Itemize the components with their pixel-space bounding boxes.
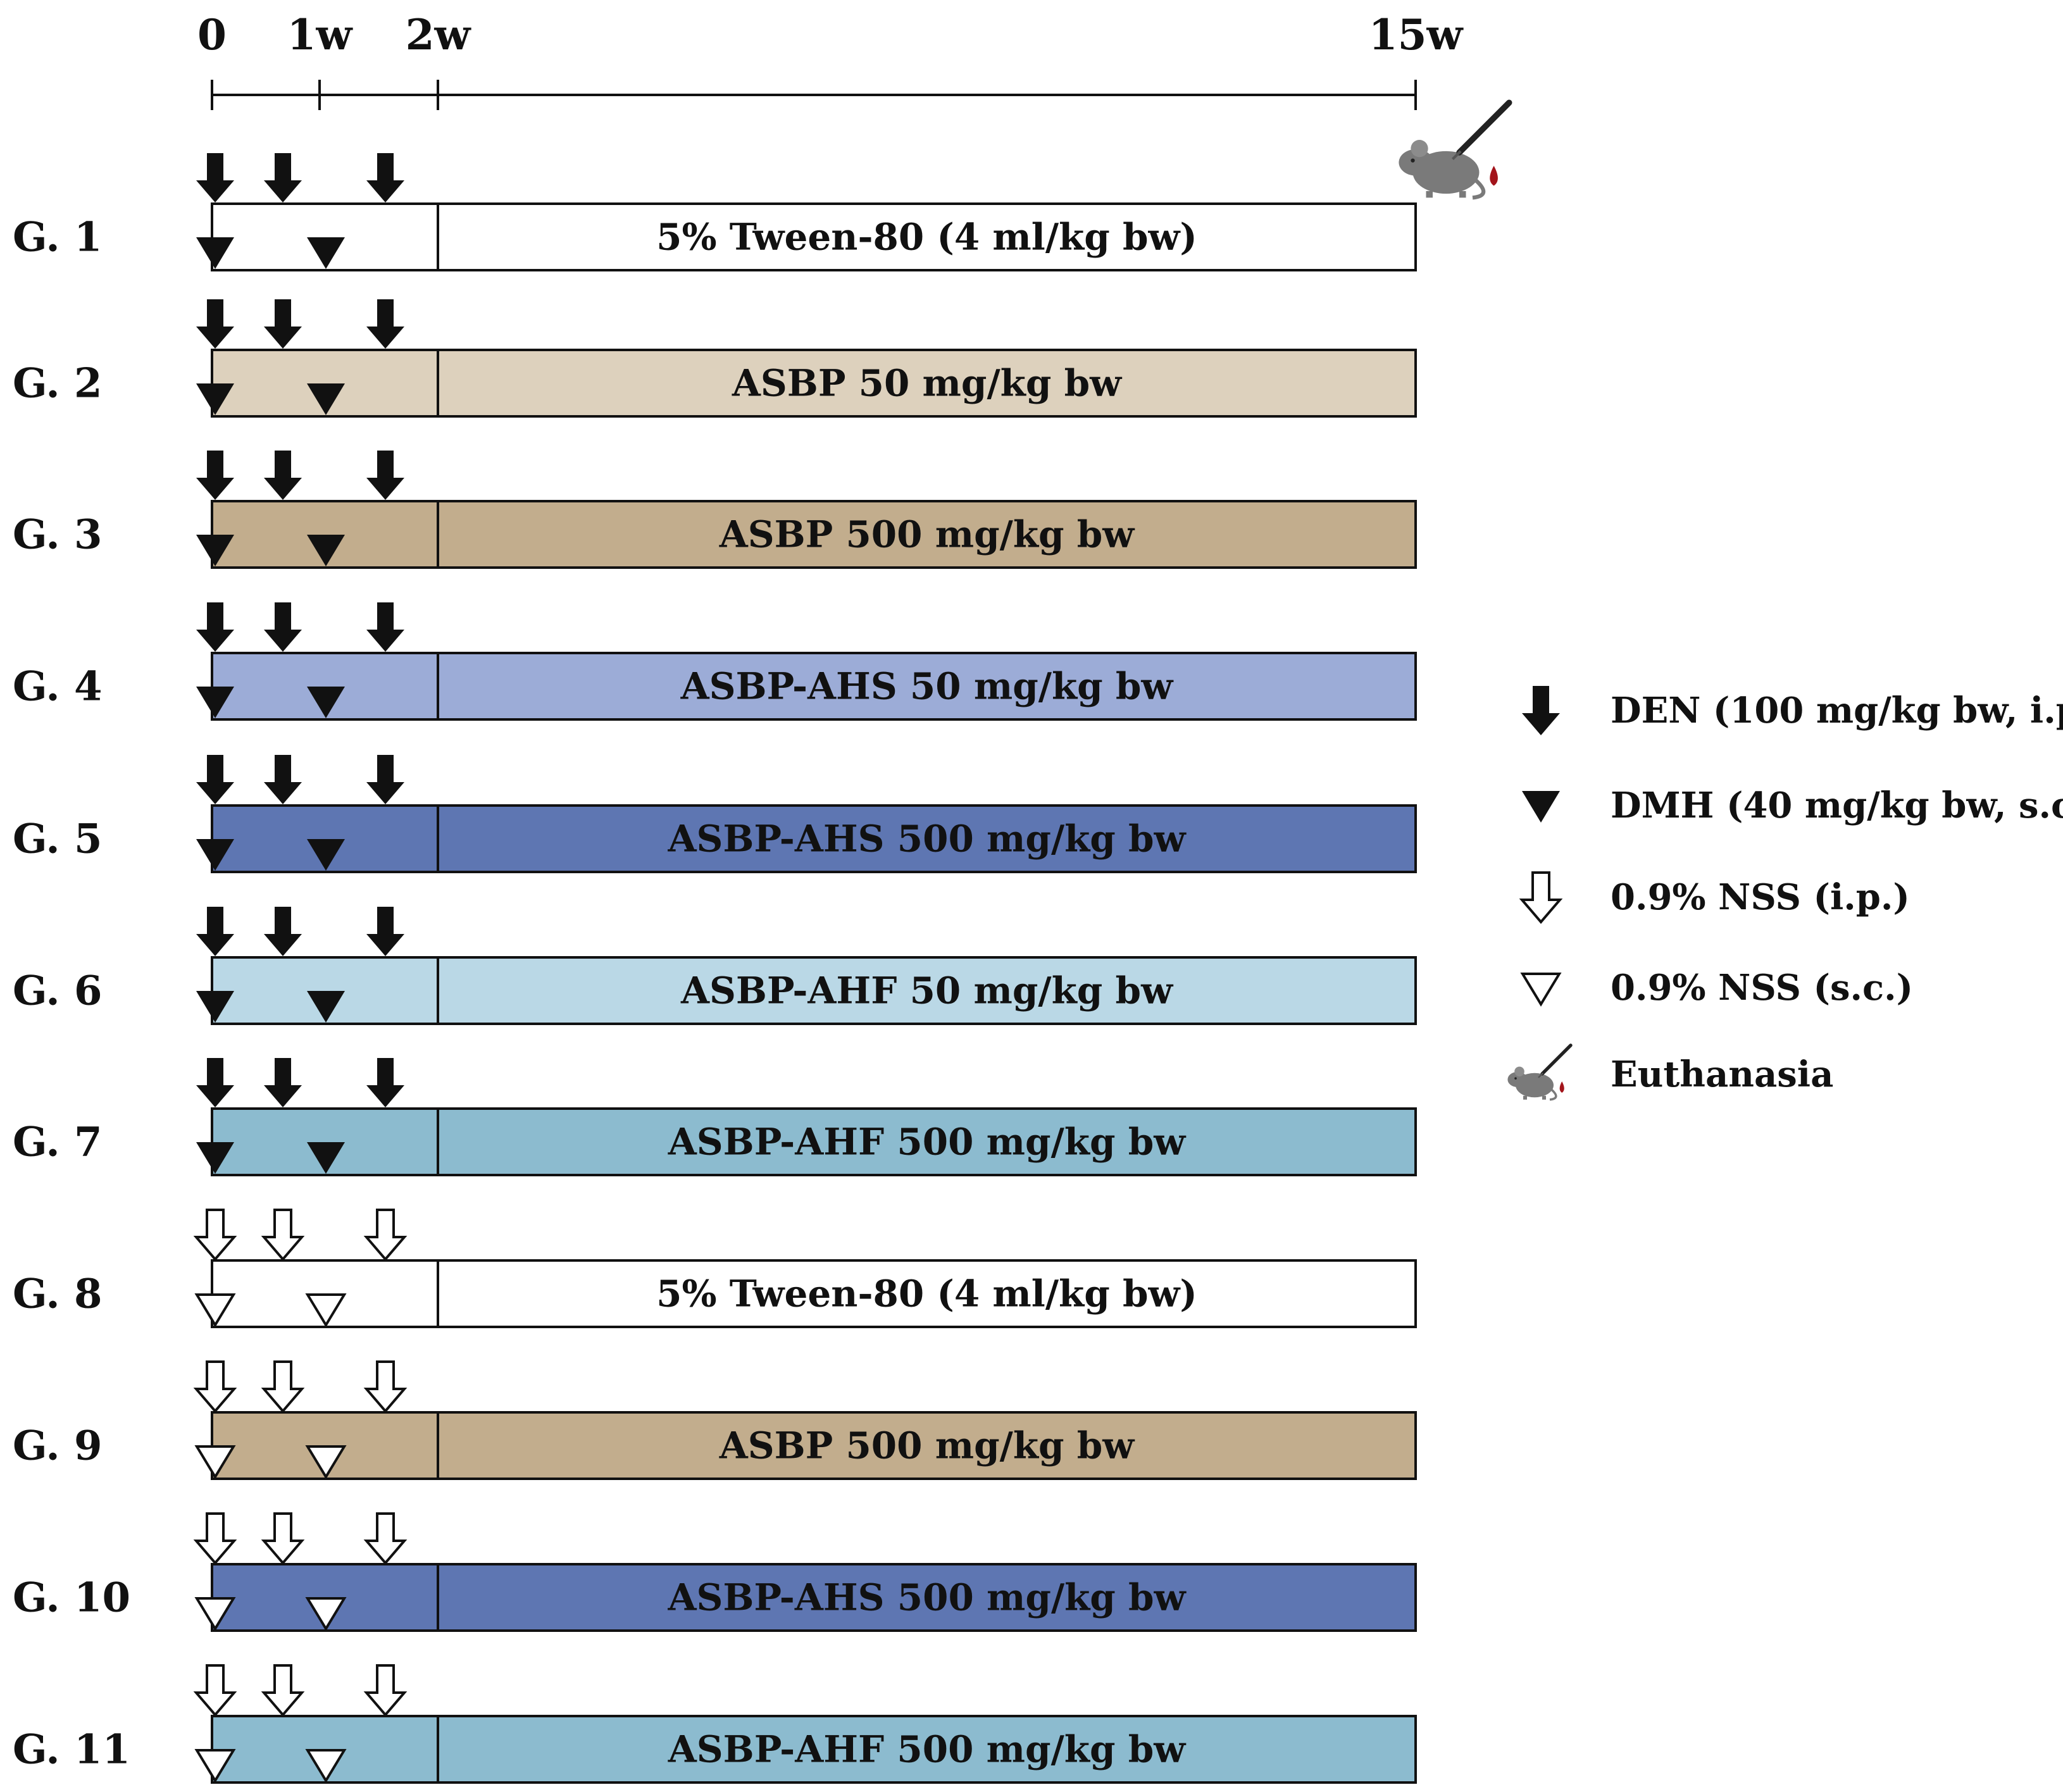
nss-ip-arrow-icon bbox=[263, 1360, 303, 1412]
den-injection-arrow-icon bbox=[264, 1058, 302, 1107]
legend-label: DMH (40 mg/kg bw, s.c.) bbox=[1611, 785, 2063, 826]
group-row: G. 11 ASBP-AHF 500 mg/kg bw bbox=[13, 1664, 1417, 1784]
nss-ip-arrow-icon bbox=[263, 1512, 303, 1564]
group-row: G. 3 ASBP 500 mg/kg bw bbox=[13, 451, 1417, 569]
group-row: G. 5 ASBP-AHS 500 mg/kg bw bbox=[13, 755, 1417, 873]
group-label: G. 9 bbox=[13, 1422, 102, 1470]
den-injection-arrow-icon bbox=[264, 907, 302, 956]
den-injection-arrow-icon bbox=[366, 153, 404, 202]
group-row: G. 1 5% Tween-80 (4 ml/kg bw) bbox=[13, 153, 1417, 271]
group-row: G. 6 ASBP-AHF 50 mg/kg bw bbox=[13, 907, 1417, 1025]
treatment-bar bbox=[211, 1259, 1417, 1328]
den-injection-arrow-icon bbox=[264, 299, 302, 349]
timeline-tick-label: 15w bbox=[1369, 10, 1464, 59]
nss-ip-arrow-icon bbox=[365, 1512, 406, 1564]
den-injection-arrow-icon bbox=[196, 153, 234, 202]
den-injection-arrow-icon bbox=[264, 451, 302, 500]
den-injection-arrow-icon bbox=[366, 299, 404, 349]
treatment-bar bbox=[211, 1107, 1417, 1176]
treatment-label: ASBP-AHF 500 mg/kg bw bbox=[668, 1728, 1187, 1771]
den-injection-arrow-icon bbox=[366, 602, 404, 652]
group-row: G. 10 ASBP-AHS 500 mg/kg bw bbox=[13, 1512, 1417, 1632]
den-injection-arrow-icon bbox=[196, 907, 234, 956]
den-injection-arrow-icon bbox=[264, 602, 302, 652]
treatment-bar bbox=[211, 202, 1417, 271]
group-label: G. 8 bbox=[13, 1271, 102, 1318]
nss-ip-arrow-icon bbox=[195, 1664, 235, 1716]
treatment-bar bbox=[211, 349, 1417, 418]
den-injection-arrow-icon bbox=[264, 755, 302, 804]
legend-label: 0.9% NSS (s.c.) bbox=[1611, 967, 1913, 1009]
treatment-label: 5% Tween-80 (4 ml/kg bw) bbox=[656, 216, 1197, 259]
group-label: G. 5 bbox=[13, 816, 102, 863]
treatment-label: 5% Tween-80 (4 ml/kg bw) bbox=[656, 1272, 1197, 1316]
treatment-bar bbox=[211, 1715, 1417, 1784]
group-row: G. 2 ASBP 50 mg/kg bw bbox=[13, 299, 1417, 418]
group-row: G. 4 ASBP-AHS 50 mg/kg bw bbox=[13, 602, 1417, 721]
nss-ip-arrow-icon bbox=[365, 1664, 406, 1716]
treatment-bar bbox=[211, 500, 1417, 569]
timeline-axis: 0 1w 2w 15w bbox=[197, 10, 1464, 110]
legend-filled-triangle-icon bbox=[1522, 791, 1560, 823]
legend-label: 0.9% NSS (i.p.) bbox=[1611, 876, 1910, 918]
group-label: G. 10 bbox=[13, 1574, 130, 1622]
den-injection-arrow-icon bbox=[196, 602, 234, 652]
treatment-label: ASBP-AHF 500 mg/kg bw bbox=[668, 1121, 1187, 1164]
den-injection-arrow-icon bbox=[264, 153, 302, 202]
nss-ip-arrow-icon bbox=[195, 1209, 235, 1260]
timeline-tick-label: 2w bbox=[406, 10, 472, 59]
nss-ip-arrow-icon bbox=[195, 1360, 235, 1412]
euthanasia-mouse-icon bbox=[1399, 103, 1509, 197]
treatment-label: ASBP-AHS 500 mg/kg bw bbox=[667, 1576, 1187, 1619]
treatment-label: ASBP 50 mg/kg bw bbox=[732, 362, 1123, 405]
group-label: G. 6 bbox=[13, 968, 102, 1015]
group-row: G. 9 ASBP 500 mg/kg bw bbox=[13, 1360, 1417, 1480]
treatment-bar bbox=[211, 804, 1417, 873]
group-row: G. 7 ASBP-AHF 500 mg/kg bw bbox=[13, 1058, 1417, 1176]
nss-ip-arrow-icon bbox=[263, 1209, 303, 1260]
group-label: G. 1 bbox=[13, 214, 102, 261]
group-label: G. 2 bbox=[13, 360, 102, 408]
den-injection-arrow-icon bbox=[366, 907, 404, 956]
den-injection-arrow-icon bbox=[196, 755, 234, 804]
den-injection-arrow-icon bbox=[196, 1058, 234, 1107]
nss-ip-arrow-icon bbox=[365, 1360, 406, 1412]
legend-label: Euthanasia bbox=[1611, 1054, 1833, 1095]
treatment-bar bbox=[211, 1411, 1417, 1480]
treatment-bar bbox=[211, 956, 1417, 1025]
group-label: G. 3 bbox=[13, 511, 102, 559]
group-label: G. 7 bbox=[13, 1119, 102, 1166]
legend-label: DEN (100 mg/kg bw, i.p.) bbox=[1611, 690, 2063, 731]
legend-hollow-triangle-icon bbox=[1521, 973, 1561, 1005]
group-label: G. 11 bbox=[13, 1726, 130, 1774]
group-rows: G. 1 5% Tween-80 (4 ml/kg bw) G. 2 ASBP 50 … bbox=[13, 153, 1417, 1784]
treatment-label: ASBP-AHS 50 mg/kg bw bbox=[680, 665, 1175, 708]
den-injection-arrow-icon bbox=[366, 451, 404, 500]
treatment-bar bbox=[211, 652, 1417, 721]
nss-ip-arrow-icon bbox=[195, 1512, 235, 1564]
treatment-label: ASBP-AHF 50 mg/kg bw bbox=[680, 969, 1174, 1012]
group-row: G. 8 5% Tween-80 (4 ml/kg bw) bbox=[13, 1209, 1417, 1328]
treatment-label: ASBP-AHS 500 mg/kg bw bbox=[667, 818, 1187, 861]
legend: DEN (100 mg/kg bw, i.p.) DMH (40 mg/kg bw… bbox=[1507, 686, 2063, 1100]
legend-mouse-syringe-icon bbox=[1507, 1045, 1571, 1100]
nss-ip-arrow-icon bbox=[263, 1664, 303, 1716]
den-injection-arrow-icon bbox=[196, 299, 234, 349]
timeline-tick-label: 1w bbox=[287, 10, 354, 59]
nss-ip-arrow-icon bbox=[365, 1209, 406, 1260]
timeline-tick-label: 0 bbox=[197, 10, 227, 59]
group-label: G. 4 bbox=[13, 663, 102, 711]
legend-hollow-down-arrow-icon bbox=[1521, 871, 1561, 923]
treatment-label: ASBP 500 mg/kg bw bbox=[719, 1424, 1136, 1467]
den-injection-arrow-icon bbox=[366, 755, 404, 804]
treatment-label: ASBP 500 mg/kg bw bbox=[719, 513, 1136, 556]
legend-filled-down-arrow-icon bbox=[1522, 686, 1560, 735]
den-injection-arrow-icon bbox=[196, 451, 234, 500]
den-injection-arrow-icon bbox=[366, 1058, 404, 1107]
